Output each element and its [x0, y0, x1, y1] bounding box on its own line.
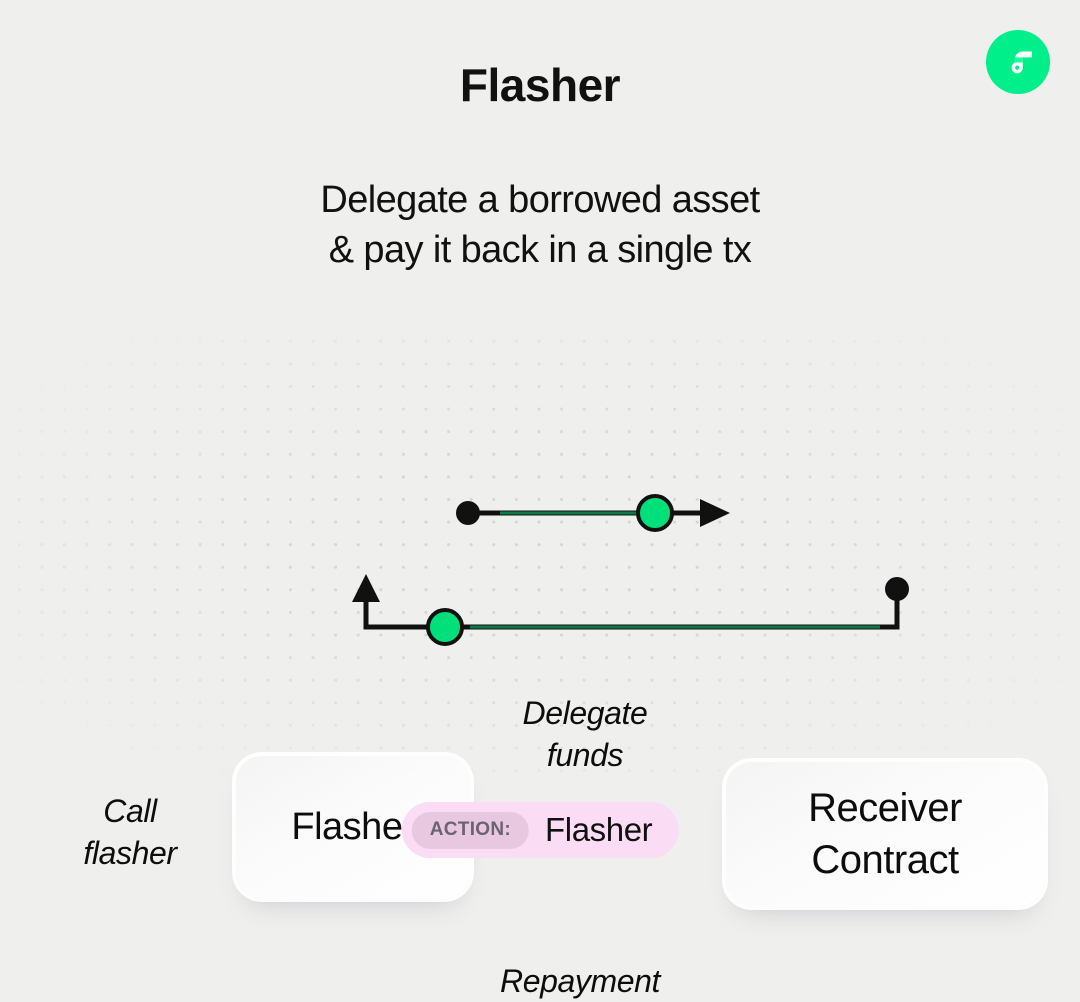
diagram-canvas: Flasher Receiver Contract Call flasher D…	[0, 320, 1080, 999]
flow-f-logo-icon	[1011, 51, 1032, 74]
page-subtitle: Delegate a borrowed asset & pay it back …	[320, 179, 760, 271]
action-chip-tag: ACTION:	[411, 811, 530, 849]
action-chip-value: Flasher	[545, 811, 653, 848]
brand-logo	[986, 30, 1050, 94]
edge-label-call-flasher: Call flasher	[83, 793, 177, 871]
action-chip: ACTION: Flasher	[401, 802, 679, 858]
dot-grid-background	[0, 320, 1080, 790]
page-title: Flasher	[459, 59, 621, 111]
edge-label-repayment: Repayment	[500, 963, 661, 999]
node-flasher-label: Flasher	[291, 806, 415, 848]
edge-label-delegate-funds: Delegate funds	[522, 695, 648, 773]
node-receiver-contract[interactable]: Receiver Contract	[726, 762, 1044, 906]
node-receiver-contract-label: Receiver Contract	[808, 786, 962, 882]
